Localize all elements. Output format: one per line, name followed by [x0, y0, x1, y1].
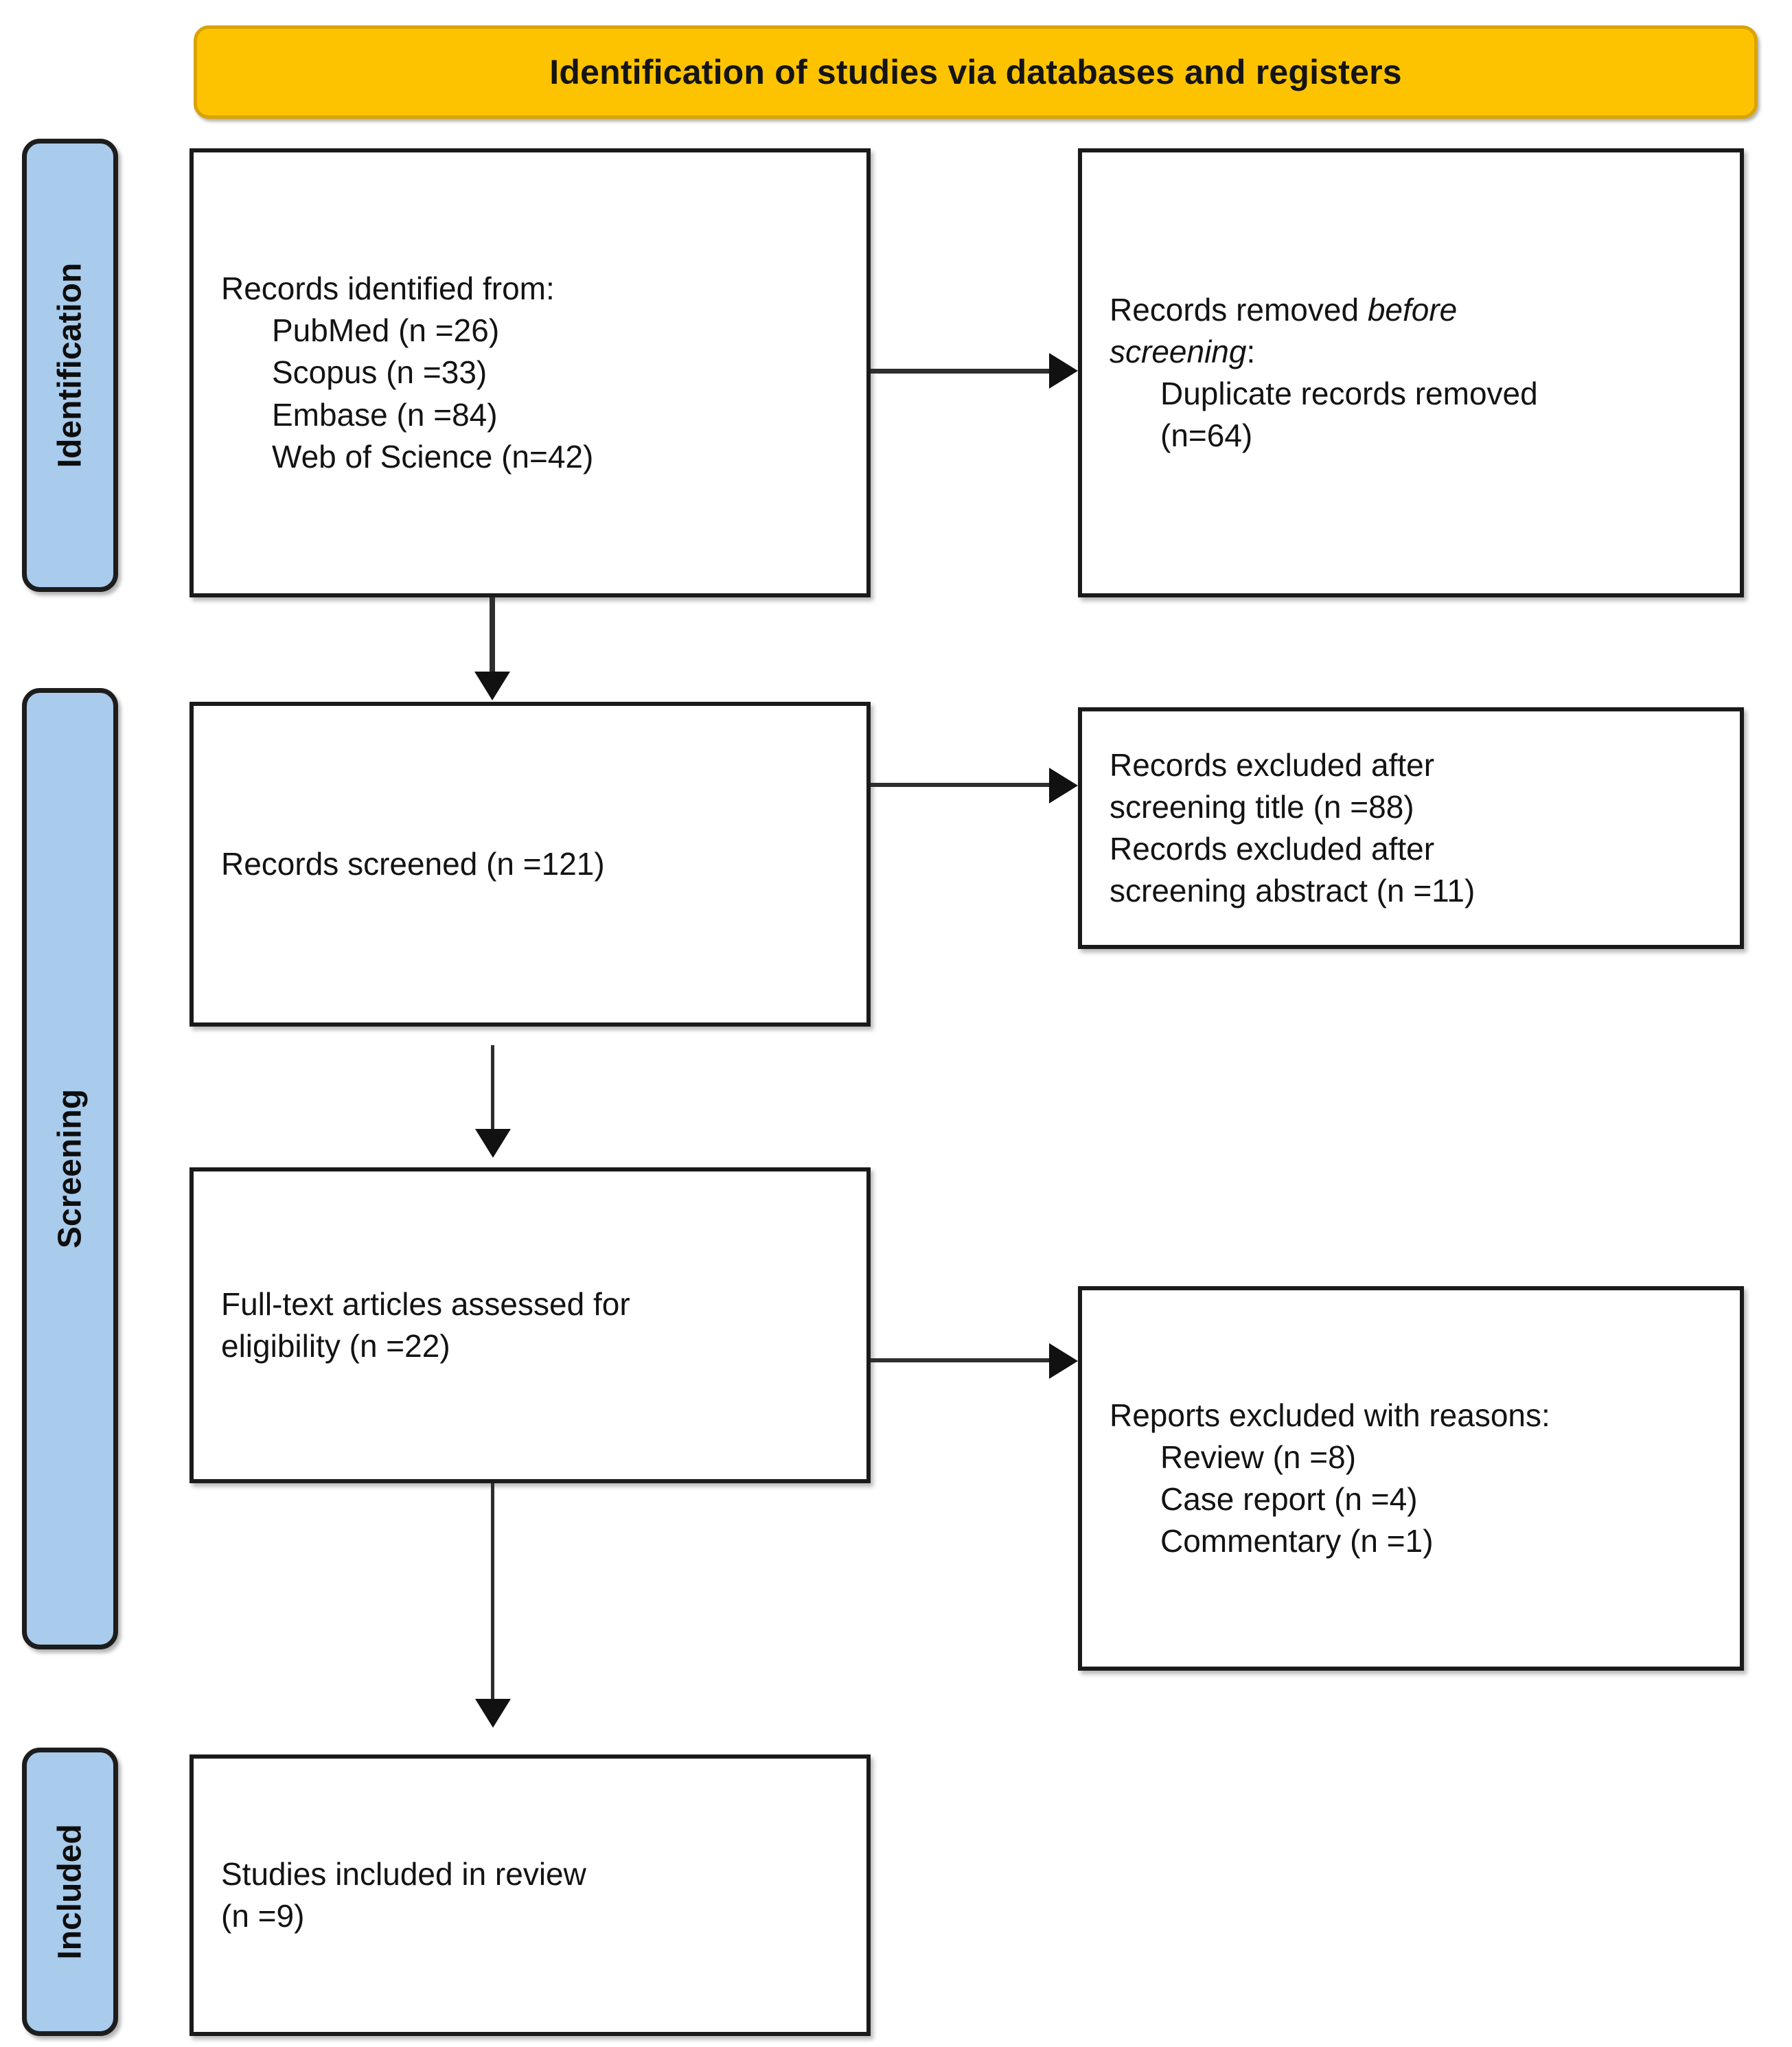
arrow-shaft [871, 1358, 1050, 1362]
box-line-plain: Records removed [1110, 291, 1368, 328]
box-line: Studies included in review [221, 1855, 586, 1892]
box-line: (n =9) [221, 1898, 305, 1934]
box-line: screening title (n =88) [1110, 788, 1414, 825]
box-line: Case report (n =4) [1160, 1481, 1418, 1517]
box-line: Embase (n =84) [272, 396, 498, 433]
box-records-excluded-screening: Records excluded after screening title (… [1078, 707, 1744, 949]
box-line: Records identified from: [221, 271, 555, 307]
box-records-identified: Records identified from: PubMed (n =26) … [189, 148, 871, 597]
box-line-emphasis: screening [1110, 333, 1247, 369]
box-line: Reports excluded with reasons: [1110, 1397, 1550, 1433]
arrow-shaft [871, 369, 1050, 374]
box-records-removed-before-screening: Records removed before screening: Duplic… [1078, 148, 1744, 597]
box-line: Records removed before [1110, 289, 1712, 331]
stage-label-included: Included [22, 1748, 118, 2036]
arrow-head-right-icon [1049, 1343, 1078, 1379]
stage-label-identification: Identification [22, 139, 118, 592]
box-line: Duplicate records removed [1160, 376, 1538, 411]
arrow-head-right-icon [1049, 353, 1078, 389]
box-line: PubMed (n =26) [272, 312, 500, 349]
box-line: Web of Science (n=42) [272, 438, 594, 474]
box-line: Review (n =8) [1160, 1439, 1357, 1475]
box-studies-included: Studies included in review (n =9) [189, 1754, 871, 2036]
box-records-screened: Records screened (n =121) [189, 702, 871, 1027]
box-line: screening: [1110, 333, 1256, 369]
box-line: Scopus (n =33) [272, 354, 487, 391]
stage-label-included-text: Included [51, 1824, 89, 1960]
arrow-head-down-icon [475, 1129, 511, 1158]
box-line: Records excluded after [1110, 831, 1435, 867]
arrow-shaft [871, 783, 1050, 787]
box-line: eligibility (n =22) [221, 1328, 450, 1364]
arrow-shaft [490, 597, 495, 674]
box-line: Records excluded after [1110, 746, 1435, 783]
phase-banner-title: Identification of studies via databases … [549, 53, 1402, 91]
box-line: Records screened (n =121) [221, 845, 605, 882]
stage-label-screening-text: Screening [51, 1088, 89, 1249]
stage-label-screening: Screening [22, 688, 118, 1649]
box-reports-excluded-with-reasons: Reports excluded with reasons: Review (n… [1078, 1286, 1744, 1671]
arrow-shaft [491, 1045, 494, 1132]
arrow-shaft [491, 1483, 494, 1702]
stage-label-identification-text: Identification [51, 262, 89, 468]
box-line-emphasis: before [1367, 291, 1458, 328]
box-line: screening abstract (n =11) [1110, 873, 1475, 909]
box-line: Full-text articles assessed for [221, 1285, 630, 1322]
arrow-head-right-icon [1049, 768, 1078, 803]
arrow-head-down-icon [474, 672, 510, 700]
phase-banner-identification: Identification of studies via databases … [194, 25, 1758, 119]
box-line: Commentary (n =1) [1160, 1523, 1434, 1559]
box-fulltext-assessed: Full-text articles assessed for eligibil… [189, 1167, 871, 1483]
arrow-head-down-icon [475, 1699, 511, 1728]
box-line: (n=64) [1160, 418, 1253, 454]
